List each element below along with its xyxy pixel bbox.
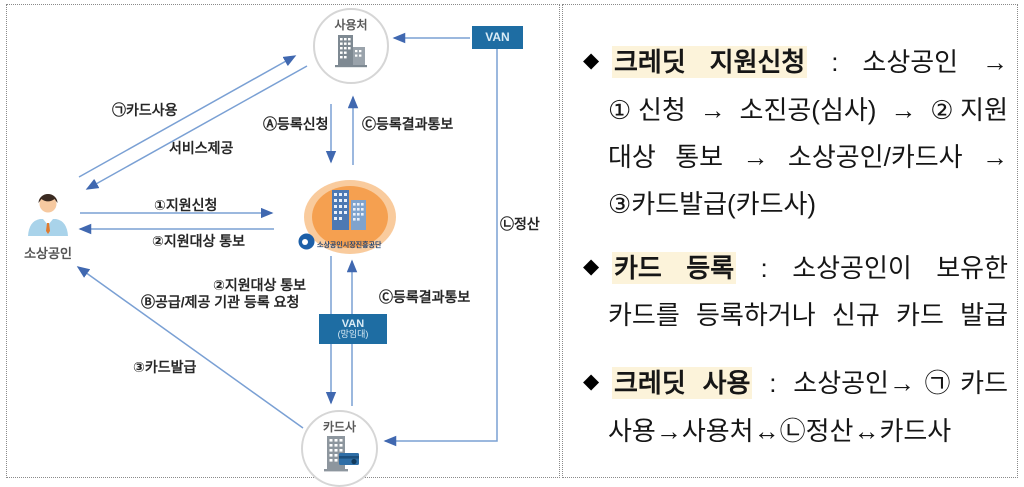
agency-ellipse: [312, 186, 388, 248]
van-top-node: VAN: [472, 26, 523, 49]
merchant-node: 소상공인: [22, 190, 74, 262]
edge-label-reg-result-top: Ⓒ등록결과통보: [362, 116, 454, 132]
van-mid-sublabel: (망임대): [337, 329, 369, 340]
user-place-building-icon: [335, 35, 367, 68]
text-panel: [562, 4, 1018, 478]
edge-label-supply-org-reg: Ⓑ공급/제공 기관 등록 요청: [141, 294, 300, 310]
merchant-person-icon: [28, 194, 68, 236]
card-company-label: 카드사: [322, 420, 357, 434]
agency-label: 소상공인시장진흥공단: [317, 242, 382, 249]
van-mid-node: VAN (망임대): [319, 314, 387, 344]
bullet2-heading: 카드 등록: [612, 252, 737, 284]
agency-logo-icon: [298, 233, 315, 250]
bullet1-heading: 크레딧 지원신청: [612, 46, 808, 78]
bullet2-line1-rest: : 소상공인이 보유한: [736, 253, 1009, 283]
bullet2-diamond-icon: ◆: [583, 255, 600, 278]
edge-label-settlement: ㉡정산: [500, 216, 540, 232]
merchant-label: 소상공인: [24, 246, 72, 261]
edge-label-reg-apply: Ⓐ등록신청: [263, 116, 329, 132]
bullet1-line3: 대상 통보 → 소상공인/카드사 →: [608, 142, 1008, 172]
van-mid-label: VAN: [341, 317, 365, 330]
user-place-label: 사용처: [334, 18, 368, 32]
bullet2-line2: 카드를 등록하거나 신규 카드 발급: [608, 300, 1008, 330]
bullet3-line1-rest: : 소상공인→㉠카드: [752, 368, 1008, 398]
user-place-node: 사용처: [313, 8, 389, 84]
bullet3-line1: 크레딧 사용 : 소상공인→㉠카드: [612, 367, 1008, 399]
edge-label-support-apply: ①지원신청: [154, 197, 218, 213]
bullet2-line1: 카드 등록 : 소상공인이 보유한: [612, 252, 1008, 284]
edge-label-support-notify-2: ②지원대상 통보: [213, 277, 307, 293]
bullet1-line4: ③카드발급(카드사): [608, 189, 817, 219]
card-company-node: 카드사: [301, 410, 378, 487]
edge-label-card-issue: ③카드발급: [133, 359, 197, 375]
van-top-label: VAN: [485, 30, 510, 45]
bullet1-line1: 크레딧 지원신청 : 소상공인 →: [612, 46, 1008, 78]
bullet1-line2: ①신청 → 소진공(심사) → ②지원: [608, 95, 1008, 125]
agency-node: [304, 180, 396, 254]
bullet1-line1-rest: : 소상공인 →: [807, 47, 1008, 77]
edge-label-card-use: ㉠카드사용: [112, 102, 178, 118]
edge-label-reg-result-mid: Ⓒ등록결과통보: [379, 289, 471, 305]
diagram-panel: [6, 4, 560, 478]
bullet3-heading: 크레딧 사용: [612, 367, 753, 399]
edge-label-service-provide: 서비스제공: [169, 140, 234, 156]
card-company-building-icon: [323, 436, 359, 472]
bullet1-diamond-icon: ◆: [583, 49, 600, 72]
bullet3-line2: 사용→사용처↔㉡정산↔카드사: [608, 416, 952, 446]
agency-buildings-icon: [332, 190, 366, 230]
edge-label-support-notify: ②지원대상 통보: [152, 233, 246, 249]
bullet3-diamond-icon: ◆: [583, 370, 600, 393]
